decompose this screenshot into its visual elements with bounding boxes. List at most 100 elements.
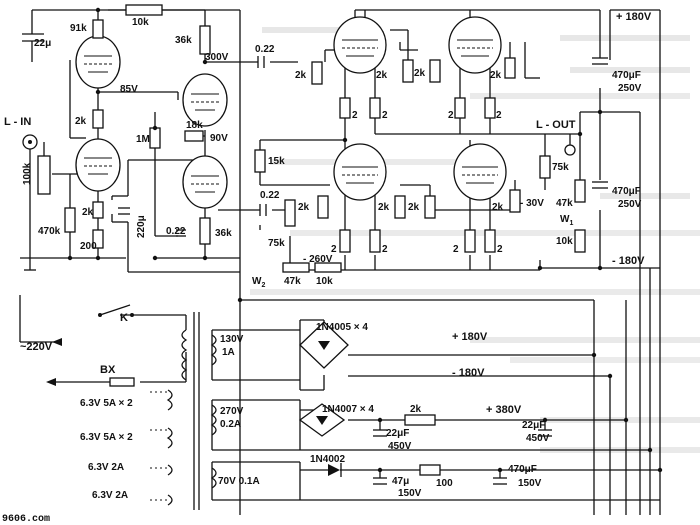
tube-out-3 xyxy=(333,143,387,201)
power-switch xyxy=(98,304,134,317)
label-heater-3: 6.3V 2A xyxy=(88,462,124,473)
power-transformer xyxy=(166,312,217,510)
label-c47: 47μ xyxy=(392,476,409,487)
label-neg260: - 260V xyxy=(303,254,333,265)
label-neg30: - 30V xyxy=(520,198,544,209)
label-r15k: 15k xyxy=(268,156,285,167)
rectifier-bridge-1 xyxy=(299,321,349,369)
rectifier-bridge-2 xyxy=(298,403,346,437)
label-c022-b: 0.22 xyxy=(260,190,280,201)
label-c470-ps-v: 150V xyxy=(518,478,542,489)
label-w1: W1 xyxy=(560,214,573,227)
label-r91k: 91k xyxy=(70,23,87,34)
tube-v4 xyxy=(182,155,228,209)
label-bridge1: 1N4005 × 4 xyxy=(316,322,368,333)
tube-out-2 xyxy=(448,16,502,74)
junction-dots xyxy=(67,7,663,473)
label-c470-ps: 470μF xyxy=(508,464,537,475)
label-r2k-g6: 2k xyxy=(378,202,390,213)
label-c470-top-v: 250V xyxy=(618,83,642,94)
label-sec2-i: 0.2A xyxy=(220,419,241,430)
label-r10k-pot: 10k xyxy=(316,276,333,287)
label-r2-6: 2 xyxy=(382,244,388,255)
vacuum-tubes xyxy=(75,16,507,209)
label-c22b: 22μF xyxy=(522,420,545,431)
fuse xyxy=(109,377,135,387)
label-w2-main: W xyxy=(252,276,262,287)
wiring xyxy=(19,9,661,515)
label-c470-mid: 470μF xyxy=(612,186,641,197)
label-c022-c: 0.22 xyxy=(166,226,186,237)
label-r2k-g4: 2k xyxy=(490,70,502,81)
label-w1-main: W xyxy=(560,214,570,225)
label-c470-mid-v: 250V xyxy=(618,199,642,210)
label-switch-k: K xyxy=(120,312,128,324)
label-sec2-v: 270V xyxy=(220,406,244,417)
label-c22a-v: 450V xyxy=(388,441,412,452)
label-c47-v: 150V xyxy=(398,488,422,499)
label-sec1-i: 1A xyxy=(222,347,235,358)
label-c470-top: 470μF xyxy=(612,70,641,81)
label-r2k-g2: 2k xyxy=(376,70,388,81)
label-r75k-b: 75k xyxy=(552,162,569,173)
label-r2-4: 2 xyxy=(496,110,502,121)
diode-1n4002 xyxy=(328,463,342,477)
output-jack xyxy=(564,144,576,156)
label-r2k-ps: 2k xyxy=(410,404,422,415)
label-input: L - IN xyxy=(4,116,31,128)
resistor-bodies xyxy=(37,4,586,476)
label-r2-8: 2 xyxy=(497,244,503,255)
heater-windings xyxy=(150,391,168,501)
label-r2k-g5: 2k xyxy=(298,202,310,213)
label-r2-5: 2 xyxy=(331,244,337,255)
label-v85: 85V xyxy=(120,84,138,95)
capacitor-plates xyxy=(118,56,608,485)
label-bridge2: 1N4007 × 4 xyxy=(322,404,374,415)
label-v300: 300V xyxy=(205,52,229,63)
label-output: L - OUT xyxy=(536,119,576,131)
label-heater-2: 6.3V 5A × 2 xyxy=(80,432,133,443)
label-heater-1: 6.3V 5A × 2 xyxy=(80,398,133,409)
label-sec3: 70V 0.1A xyxy=(218,476,260,487)
label-out-p380: + 380V xyxy=(486,404,522,416)
label-c220u: 220μ xyxy=(136,215,147,238)
label-r2-2: 2 xyxy=(382,110,388,121)
watermark: 9606.com xyxy=(2,514,50,525)
label-c22u: 22μ xyxy=(34,38,51,49)
label-d1n4002: 1N4002 xyxy=(310,454,345,465)
label-v90: 90V xyxy=(210,133,228,144)
tube-v3 xyxy=(182,73,228,127)
label-r100k: 100k xyxy=(22,162,33,185)
label-r10k-b: 10k xyxy=(556,236,573,247)
label-r2k-g3: 2k xyxy=(414,68,426,79)
label-r2k-a: 2k xyxy=(75,116,87,127)
label-neg180-rail: - 180V xyxy=(612,255,645,267)
label-r2-7: 2 xyxy=(453,244,459,255)
label-heater-4: 6.3V 2A xyxy=(92,490,128,501)
label-r47k-b: 47k xyxy=(556,198,573,209)
label-w1-sub: 1 xyxy=(569,220,573,227)
label-r2-1: 2 xyxy=(352,110,358,121)
label-mains: ~220V xyxy=(20,341,53,353)
label-out-p180: + 180V xyxy=(452,331,488,343)
label-r10k-top: 10k xyxy=(132,17,149,28)
label-r75k-a: 75k xyxy=(268,238,285,249)
component-labels: 22μ 91k 10k 36k 300V 0.22 85V 2k 1M 18k … xyxy=(4,11,652,501)
label-r470k: 470k xyxy=(38,226,61,237)
label-r2k-g8: 2k xyxy=(492,202,504,213)
label-r36k-top: 36k xyxy=(175,35,192,46)
tube-v2 xyxy=(75,138,121,192)
label-r100: 100 xyxy=(436,478,453,489)
label-w2: W2 xyxy=(252,276,265,289)
label-r47k: 47k xyxy=(284,276,301,287)
label-r2k-b: 2k xyxy=(82,207,94,218)
label-c22a: 22μF xyxy=(386,428,409,439)
label-fuse: BX xyxy=(100,364,116,376)
label-c22b-v: 450V xyxy=(526,433,550,444)
label-c022-a: 0.22 xyxy=(255,44,275,55)
tube-out-4 xyxy=(453,143,507,201)
label-r1M: 1M xyxy=(136,134,150,145)
tube-out-1 xyxy=(333,16,387,74)
tube-v1 xyxy=(75,35,121,89)
